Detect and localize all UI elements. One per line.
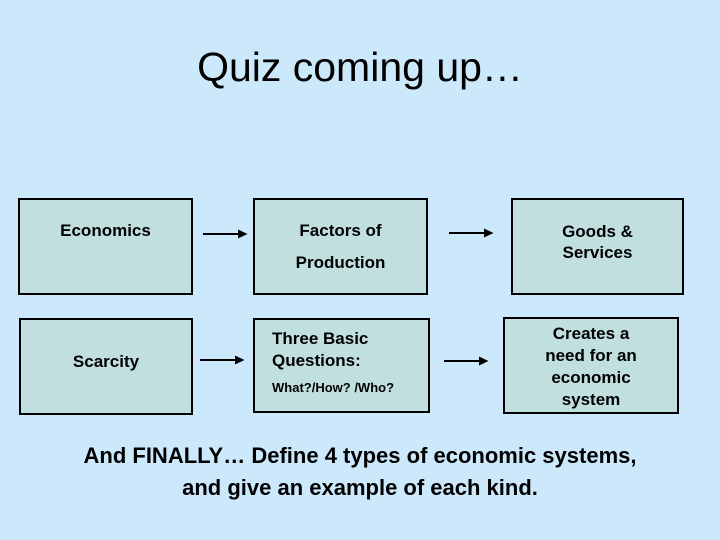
- arrow-factors-to-goods-icon: [448, 226, 494, 238]
- box-factors-of-production: Factors of Production: [253, 198, 428, 295]
- box-three-basic-questions: Three Basic Questions: What?/How? /Who?: [253, 318, 430, 413]
- box-economics: Economics: [18, 198, 193, 295]
- box-creates-need-label: Creates a need for an economic system: [545, 324, 637, 409]
- box-questions-detail: What?/How? /Who?: [272, 380, 395, 395]
- box-scarcity-label: Scarcity: [72, 352, 140, 371]
- box-goods-line1: Goods &: [562, 222, 633, 241]
- box-economics-label: Economics: [60, 221, 151, 240]
- box-factors-line1: Factors of: [299, 221, 382, 240]
- footer-text: And FINALLY… Define 4 types of economic …: [0, 440, 720, 504]
- arrow-questions-to-creates-icon: [443, 354, 489, 366]
- box-goods-and-services: Goods & Services: [511, 198, 684, 295]
- box-scarcity: Scarcity: [19, 318, 193, 415]
- slide-title: Quiz coming up…: [197, 44, 523, 90]
- box-creates-need: Creates a need for an economic system: [503, 317, 679, 414]
- box-goods-line2: Services: [562, 243, 633, 262]
- arrow-economics-to-factors-icon: [202, 227, 248, 239]
- footer-line1: And FINALLY… Define 4 types of economic …: [83, 443, 637, 468]
- box-questions-heading: Three Basic Questions:: [272, 329, 369, 370]
- box-factors-line2: Production: [295, 253, 386, 272]
- arrow-scarcity-to-questions-icon: [199, 353, 245, 365]
- footer-line2: and give an example of each kind.: [182, 475, 538, 500]
